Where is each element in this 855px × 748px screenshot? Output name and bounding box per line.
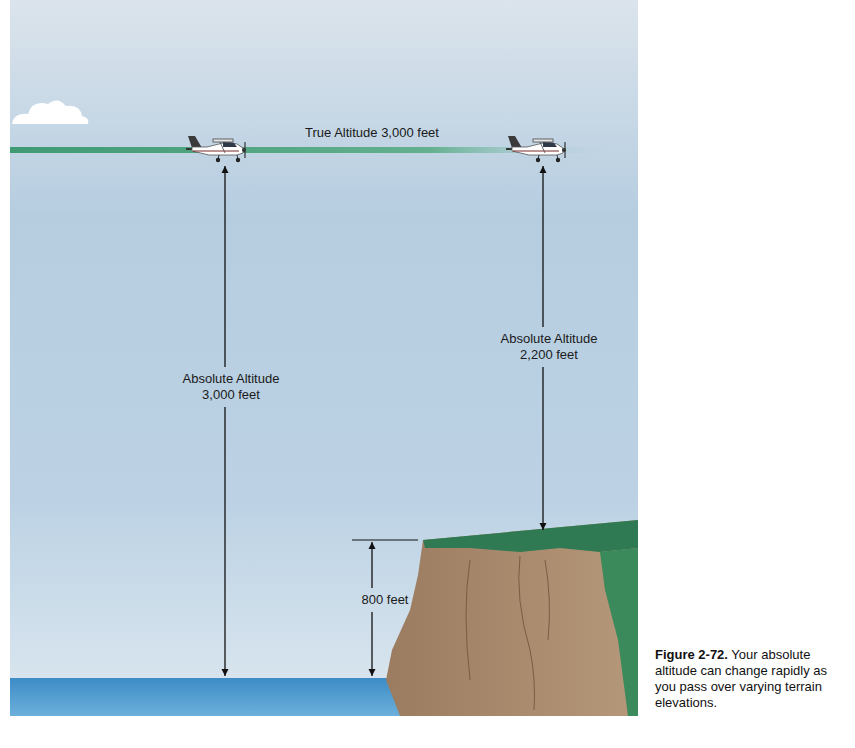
dimension-arrow: [224, 166, 225, 367]
dimension-label: 800 feet: [362, 592, 409, 608]
dimension-arrow: [542, 367, 543, 530]
dimension-arrow: [371, 612, 372, 676]
dimension-arrow: [224, 407, 225, 676]
altitude-label: Absolute Altitude 3,000 feet: [175, 371, 287, 403]
figure-caption: Figure 2-72. Your absolute altitude can …: [655, 647, 845, 711]
dimension-arrow: [542, 166, 543, 327]
altitude-label: Absolute Altitude 2,200 feet: [493, 331, 605, 363]
dimension-arrow: [371, 542, 372, 588]
altitude-label: True Altitude 3,000 feet: [305, 125, 439, 141]
